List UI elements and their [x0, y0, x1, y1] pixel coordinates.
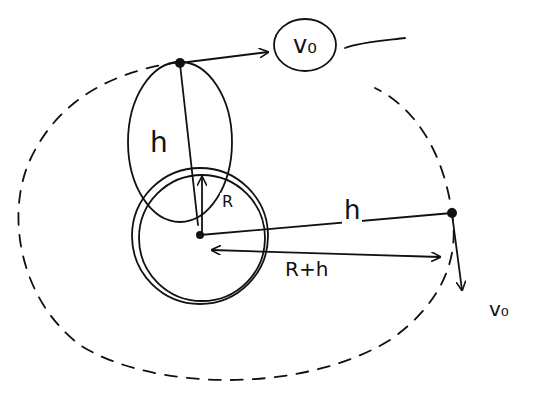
- velocity-label: v₀: [487, 298, 511, 320]
- height-label: h: [148, 128, 170, 158]
- radius-label: R: [220, 193, 235, 211]
- velocity-circle: v₀: [272, 17, 338, 73]
- distance-label: R+h: [283, 258, 330, 280]
- height-label: h: [342, 196, 362, 224]
- velocity-symbol: v₀: [293, 33, 317, 57]
